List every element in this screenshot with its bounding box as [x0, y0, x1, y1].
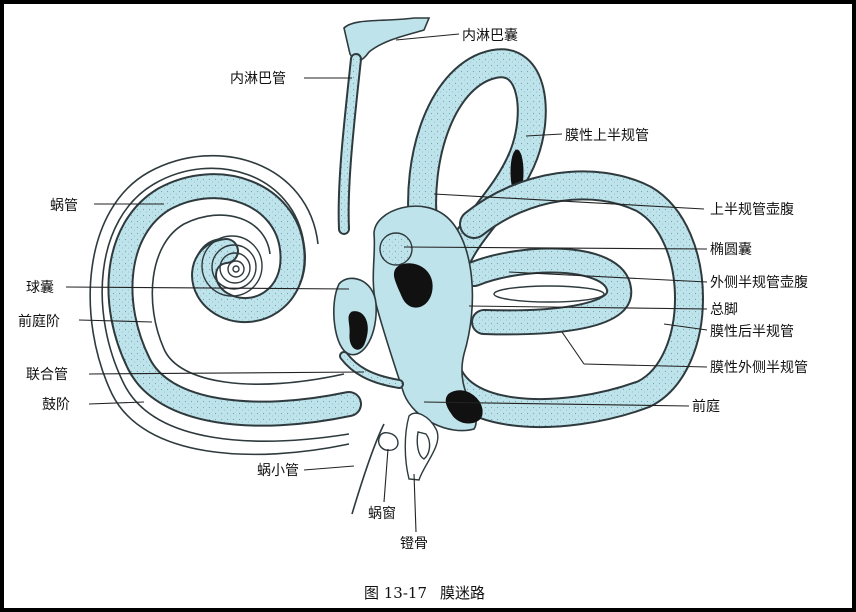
label-stapes: 镫骨 — [400, 536, 428, 552]
lateral-canal-lumen — [493, 285, 605, 303]
cochlear-window — [378, 431, 399, 451]
membranous-labyrinth-diagram: 内淋巴囊 内淋巴管 膜性上半规管 蜗管 上半规管壶腹 椭圆囊 球囊 外侧半规管壶… — [18, 17, 808, 602]
label-cochlear-aqueduct: 蜗小管 — [257, 463, 299, 479]
leader-lines — [65, 33, 708, 533]
scala-vestibuli-wall — [151, 214, 345, 385]
utricle-macula-dark — [393, 263, 433, 308]
saccule-macula-dark — [348, 311, 368, 350]
label-scala-vestibuli: 前庭阶 — [18, 313, 60, 330]
label-endolymphatic-duct: 内淋巴管 — [230, 71, 286, 87]
label-cochlear-window: 蜗窗 — [368, 505, 396, 522]
label-saccule: 球囊 — [26, 279, 54, 296]
label-scala-tympani: 鼓阶 — [42, 397, 70, 413]
cochlear-aqueduct — [351, 423, 385, 515]
label-cochlear-duct: 蜗管 — [50, 198, 78, 214]
label-lateral-canal-ampulla: 外侧半规管壶腹 — [710, 274, 808, 291]
utricle — [379, 232, 413, 266]
label-membranous-posterior-canal: 膜性后半规管 — [710, 324, 794, 340]
label-ductus-reuniens: 联合管 — [26, 367, 68, 383]
label-membranous-superior-canal: 膜性上半规管 — [565, 128, 649, 144]
label-vestibule: 前庭 — [692, 398, 720, 415]
figure-number: 图 13-17 — [364, 584, 427, 602]
cochlea-apex-spiral — [201, 235, 263, 297]
label-utricle: 椭圆囊 — [710, 241, 752, 258]
figure-title: 膜迷路 — [440, 584, 485, 602]
label-endolymphatic-sac: 内淋巴囊 — [462, 27, 518, 44]
label-common-crus: 总脚 — [710, 302, 738, 318]
label-superior-canal-ampulla: 上半规管壶腹 — [710, 201, 794, 218]
label-membranous-lateral-canal: 膜性外侧半规管 — [710, 360, 808, 376]
figure-canvas: 内淋巴囊 内淋巴管 膜性上半规管 蜗管 上半规管壶腹 椭圆囊 球囊 外侧半规管壶… — [4, 4, 852, 608]
